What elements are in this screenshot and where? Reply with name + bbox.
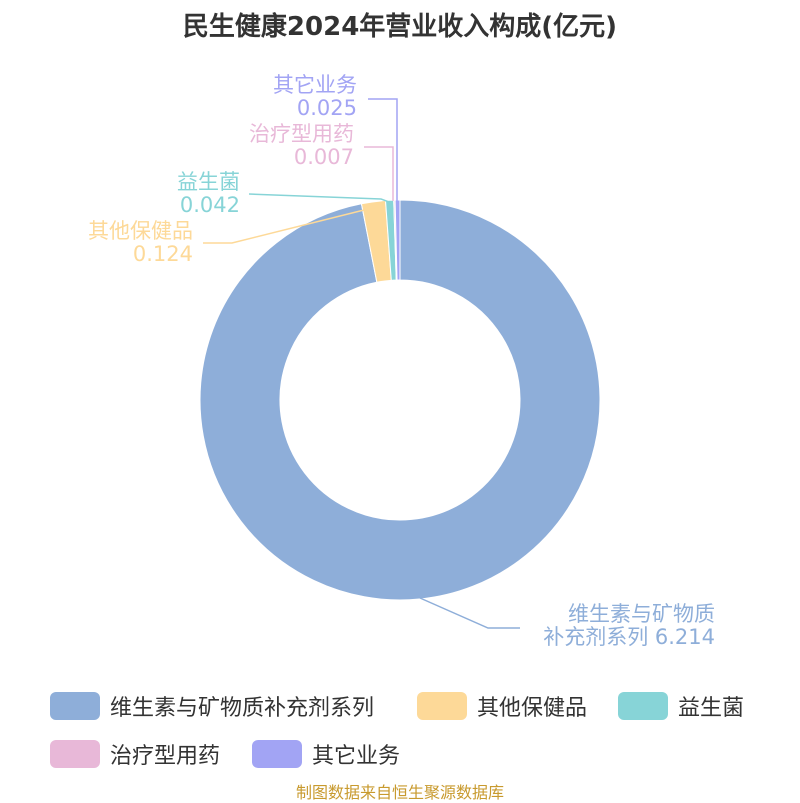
donut-slice-0[interactable] <box>199 199 601 601</box>
label-line: 0.025 <box>296 96 357 120</box>
label-line: 其他保健品 <box>88 219 193 243</box>
legend-swatch <box>417 692 467 720</box>
leader-line-0 <box>419 597 520 629</box>
data-label-3: 治疗型用药 0.007 <box>200 123 354 169</box>
data-label-2: 益生菌 0.042 <box>100 171 240 217</box>
label-line: 0.007 <box>293 145 354 169</box>
legend-swatch <box>50 692 100 720</box>
legend-item-1[interactable]: 其他保健品 <box>417 690 587 722</box>
legend-swatch <box>252 740 302 768</box>
data-label-4: 其它业务 0.025 <box>200 74 357 120</box>
legend-item-2[interactable]: 益生菌 <box>618 690 744 722</box>
legend-label: 治疗型用药 <box>110 744 221 769</box>
label-line: 治疗型用药 <box>249 122 354 146</box>
legend-swatch <box>618 692 668 720</box>
source-note: 制图数据来自恒生聚源数据库 <box>295 783 504 802</box>
legend-label: 维生素与矿物质补充剂系列 <box>110 696 375 721</box>
legend-item-0[interactable]: 维生素与矿物质补充剂系列 <box>50 690 374 722</box>
leader-line-2 <box>248 193 390 203</box>
chart-title: 民生健康2024年营业收入构成(亿元) <box>182 12 618 42</box>
label-line: 其它业务 <box>273 73 357 97</box>
legend-label: 其它业务 <box>312 744 401 769</box>
label-line: 维生素与矿物质 <box>568 602 715 626</box>
legend-item-4[interactable]: 其它业务 <box>252 738 400 770</box>
data-label-0: 维生素与矿物质 补充剂系列 6.214 <box>480 603 715 649</box>
legend-item-3[interactable]: 治疗型用药 <box>50 738 220 770</box>
label-line: 0.124 <box>132 242 193 266</box>
legend-label: 其他保健品 <box>477 696 588 721</box>
leader-line-1 <box>203 207 373 244</box>
leader-line-3 <box>364 146 394 201</box>
legend-label: 益生菌 <box>678 696 745 721</box>
legend-swatch <box>50 740 100 768</box>
leader-line-4 <box>368 98 398 201</box>
label-line: 0.042 <box>179 193 240 217</box>
data-label-1: 其他保健品 0.124 <box>40 220 193 266</box>
label-line: 益生菌 <box>177 170 240 194</box>
label-line: 补充剂系列 6.214 <box>543 625 715 649</box>
